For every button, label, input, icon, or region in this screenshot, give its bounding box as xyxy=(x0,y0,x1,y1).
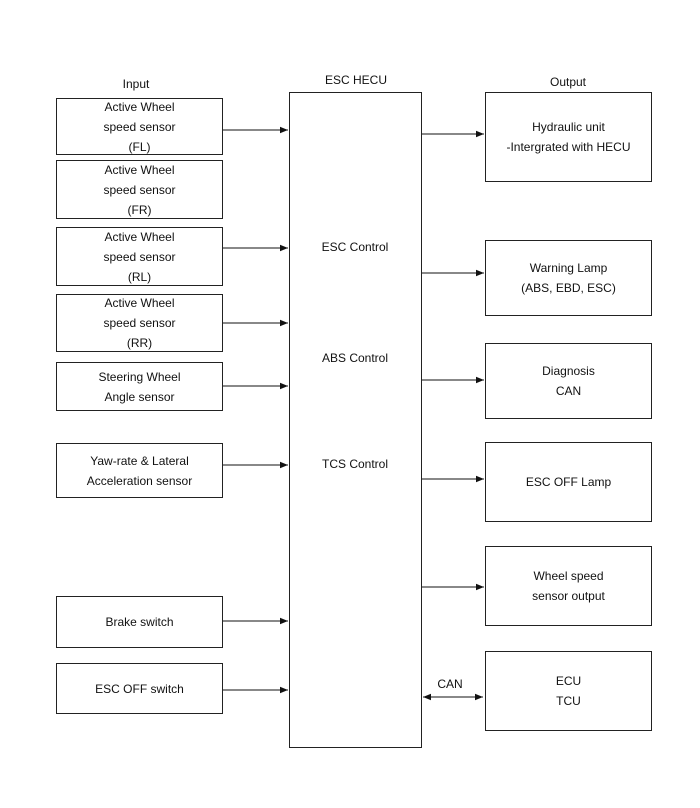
input-box-fr: Active Wheel speed sensor (FR) xyxy=(56,160,223,219)
output-ecu-line-1: ECU xyxy=(555,674,582,688)
output-hydraulic-line-2: -Intergrated with HECU xyxy=(506,140,631,154)
output-box-diagnosis: Diagnosis CAN xyxy=(485,343,652,419)
esc-hecu-block xyxy=(289,92,422,748)
input-rl-line-3: (RL) xyxy=(127,269,152,284)
output-box-wheel-speed: Wheel speed sensor output xyxy=(485,546,652,626)
input-yaw-line-2: Acceleration sensor xyxy=(86,473,193,488)
output-diagnosis-line-2: CAN xyxy=(555,384,582,398)
input-box-brake-switch: Brake switch xyxy=(56,596,223,648)
input-rr-line-2: speed sensor xyxy=(103,316,176,330)
input-box-rl: Active Wheel speed sensor (RL) xyxy=(56,227,223,286)
input-brake-line-1: Brake switch xyxy=(105,615,174,629)
input-fl-line-3: (FL) xyxy=(128,139,151,154)
input-fr-line-1: Active Wheel xyxy=(104,162,175,177)
output-warning-line-1: Warning Lamp xyxy=(529,261,608,275)
input-box-yaw-rate: Yaw-rate & Lateral Acceleration sensor xyxy=(56,443,223,498)
output-esc-off-lamp-line-1: ESC OFF Lamp xyxy=(525,475,612,489)
input-rr-line-3: (RR) xyxy=(126,336,153,350)
output-header: Output xyxy=(549,75,587,89)
output-box-hydraulic-unit: Hydraulic unit -Intergrated with HECU xyxy=(485,92,652,182)
hecu-header: ESC HECU xyxy=(324,73,387,87)
output-box-ecu-tcu: ECU TCU xyxy=(485,651,652,731)
output-diagnosis-line-1: Diagnosis xyxy=(542,364,595,378)
input-fl-line-2: speed sensor xyxy=(103,119,176,134)
input-steering-line-1: Steering Wheel xyxy=(98,369,181,384)
can-label: CAN xyxy=(437,677,463,691)
input-fl-line-1: Active Wheel xyxy=(104,99,175,114)
input-box-esc-off-switch: ESC OFF switch xyxy=(56,663,223,714)
output-box-esc-off-lamp: ESC OFF Lamp xyxy=(485,442,652,522)
tcs-control-label: TCS Control xyxy=(321,457,389,471)
esc-control-label: ESC Control xyxy=(321,240,389,254)
abs-control-label: ABS Control xyxy=(321,351,389,365)
output-wheel-speed-line-2: sensor output xyxy=(532,589,605,603)
output-wheel-speed-line-1: Wheel speed xyxy=(533,569,604,583)
input-esc-off-line-1: ESC OFF switch xyxy=(95,681,184,696)
input-yaw-line-1: Yaw-rate & Lateral xyxy=(90,453,189,468)
input-box-fl: Active Wheel speed sensor (FL) xyxy=(56,98,223,155)
input-rr-line-1: Active Wheel xyxy=(104,296,175,310)
output-warning-line-2: (ABS, EBD, ESC) xyxy=(521,281,616,295)
input-header: Input xyxy=(122,77,150,91)
output-box-warning-lamp: Warning Lamp (ABS, EBD, ESC) xyxy=(485,240,652,316)
input-rl-line-1: Active Wheel xyxy=(104,229,175,244)
input-rl-line-2: speed sensor xyxy=(103,249,176,264)
output-hydraulic-line-1: Hydraulic unit xyxy=(532,120,605,134)
input-box-steering: Steering Wheel Angle sensor xyxy=(56,362,223,411)
input-box-rr: Active Wheel speed sensor (RR) xyxy=(56,294,223,352)
input-fr-line-3: (FR) xyxy=(127,202,152,217)
input-steering-line-2: Angle sensor xyxy=(104,389,175,404)
output-ecu-line-2: TCU xyxy=(556,694,581,708)
input-fr-line-2: speed sensor xyxy=(103,182,176,197)
